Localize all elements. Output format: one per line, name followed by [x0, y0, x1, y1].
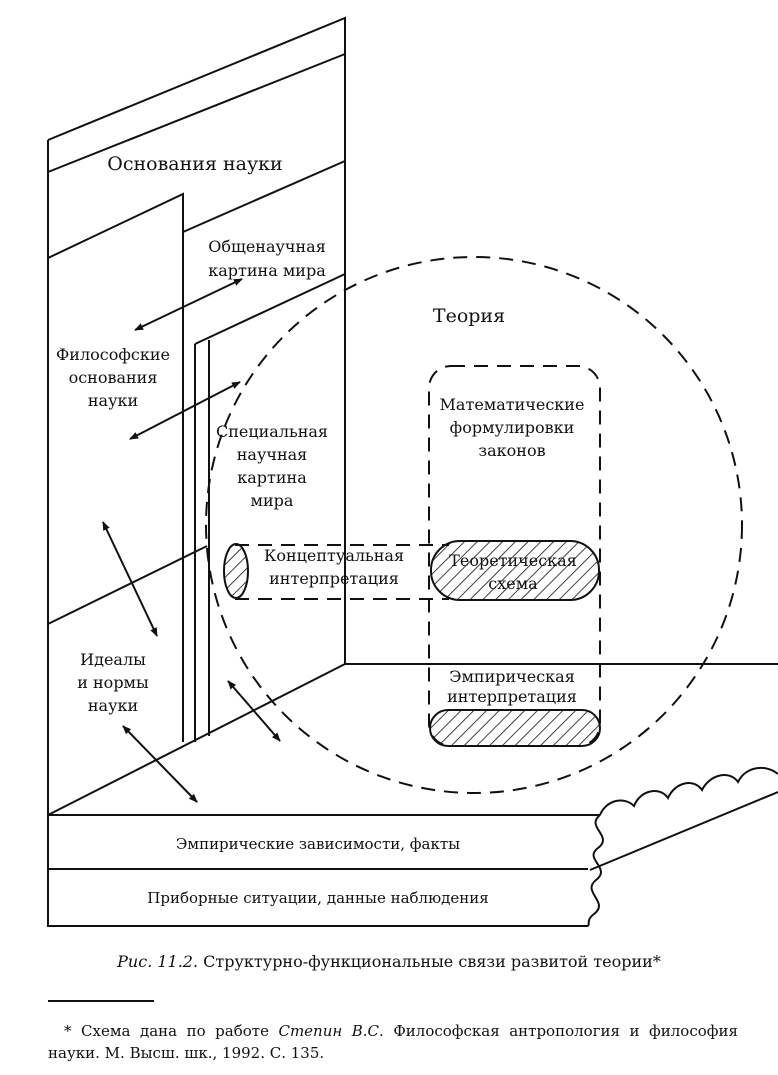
empirical-interpretation-capsule	[429, 709, 601, 747]
empirical-slabs	[47, 766, 778, 927]
footnote-rule	[48, 1000, 154, 1002]
theory-circle	[205, 256, 743, 794]
label-empirical-interp-line1: Эмпирическая	[449, 667, 575, 686]
general-picture-panel	[182, 160, 346, 233]
label-general-picture-line1: Общенаучная	[208, 237, 326, 256]
arrow-special-ideals	[227, 680, 281, 742]
label-theory: Теория	[433, 305, 505, 327]
label-special-picture-line3: картина	[237, 468, 307, 487]
label-general-picture-line2: картина мира	[208, 261, 326, 280]
arrow-ideals-empirical	[122, 725, 198, 803]
arrow-special-philosophical	[129, 381, 241, 440]
footnote: * Схема дана по работе Степин В.С. Филос…	[48, 1020, 738, 1064]
label-math-line3: законов	[478, 441, 545, 460]
footnote-author: Степин В.С.	[278, 1022, 384, 1040]
arrow-general-philosophical	[134, 278, 243, 331]
label-ideals-line1: Идеалы	[80, 650, 146, 669]
math-formulations-box	[428, 365, 601, 747]
footnote-rest: Философская антропология и философия нау…	[48, 1022, 738, 1062]
philosophical-foundations-panel	[47, 192, 184, 742]
label-instrument-situations: Приборные ситуации, данные наблюдения	[147, 889, 488, 907]
label-philosophical-line1: Философские	[56, 345, 170, 364]
label-philosophical-line2: основания	[69, 368, 158, 387]
connection-arrows	[102, 278, 281, 803]
label-special-picture-line4: мира	[251, 491, 294, 510]
label-empirical-interp-line2: интерпретация	[447, 687, 577, 706]
label-math-line1: Математические	[440, 395, 585, 414]
label-conceptual-line1: Концептуальная	[264, 546, 404, 565]
label-theoretical-line2: схема	[488, 574, 538, 593]
label-philosophical-line3: науки	[88, 391, 138, 410]
arrow-philosophical-ideals	[102, 521, 158, 637]
theoretical-schema-capsule	[430, 540, 600, 601]
label-special-picture-line1: Специальная	[216, 422, 328, 441]
label-foundations: Основания науки	[107, 153, 282, 175]
footnote-prefix: * Схема дана по работе	[64, 1022, 279, 1040]
figure-number: Рис. 11.2.	[117, 952, 199, 971]
label-ideals-line2: и нормы	[77, 673, 149, 692]
conceptual-interpretation-cap	[223, 543, 249, 599]
label-math-line2: формулировки	[450, 418, 575, 437]
figure-caption: Рис. 11.2. Структурно-функциональные свя…	[0, 952, 778, 971]
label-empirical-facts: Эмпирические зависимости, факты	[176, 835, 460, 853]
label-conceptual-line2: интерпретация	[269, 569, 399, 588]
conceptual-interpretation-band	[235, 544, 449, 600]
figure-title: Структурно-функциональные связи развитой…	[203, 952, 661, 971]
label-special-picture-line2: научная	[237, 445, 308, 464]
diagram-labels: Основания науки Общенаучная картина мира…	[56, 153, 584, 907]
label-ideals-line3: науки	[88, 696, 138, 715]
label-theoretical-line1: Теоретическая	[449, 551, 577, 570]
